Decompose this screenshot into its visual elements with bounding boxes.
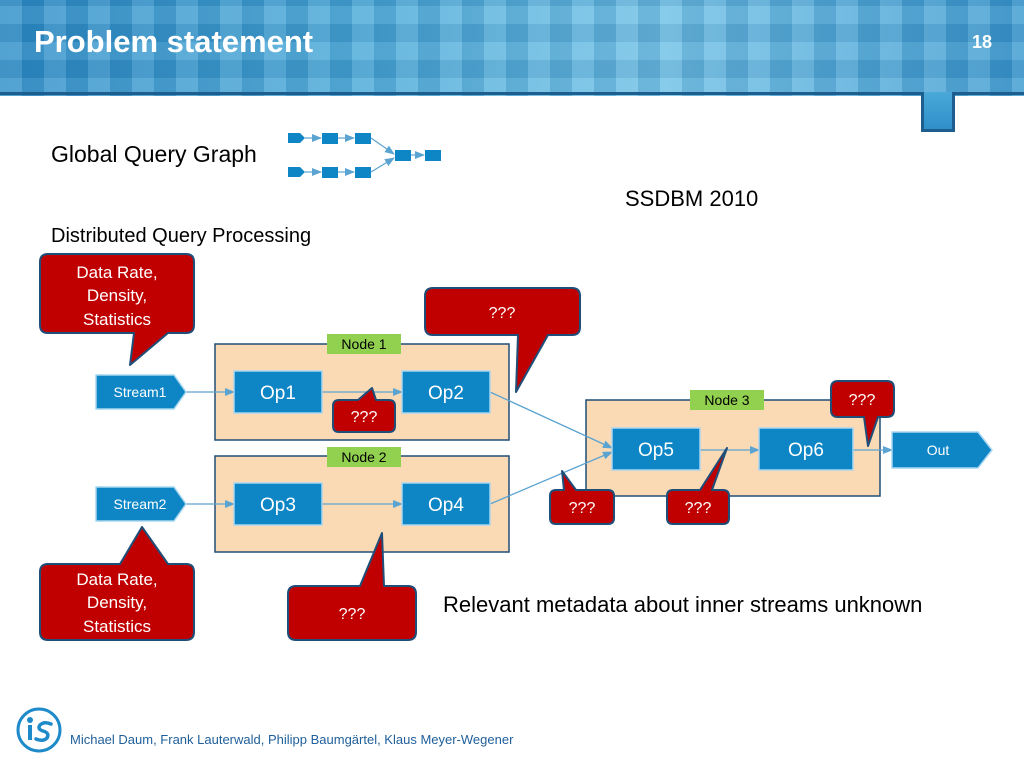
op6-label: Op6	[788, 440, 824, 461]
unknown-callout-op2	[424, 287, 581, 393]
stats-bottom-line-2: Density,	[87, 593, 147, 612]
node-3-label: Node 3	[704, 392, 749, 408]
mini-operator-shape	[425, 150, 441, 161]
output-label: Out	[927, 442, 950, 458]
mini-operator-shape	[322, 133, 338, 144]
header-tab	[921, 92, 955, 132]
mini-source-shape	[288, 167, 305, 177]
unknown-label-node2: ???	[339, 606, 366, 623]
op5-label: Op5	[638, 440, 674, 461]
global-query-graph-label: Global Query Graph	[51, 141, 257, 167]
mini-query-graph	[288, 133, 441, 178]
edges	[186, 388, 893, 508]
university-logo-icon	[16, 707, 62, 753]
unknown-label-node3-out: ???	[849, 392, 876, 409]
unknown-label-op2: ???	[489, 305, 516, 322]
unknown-label-node3-input: ???	[569, 500, 596, 517]
unknown-callout-edge-1-2	[332, 387, 396, 433]
op4-label: Op4	[428, 495, 464, 516]
op6-box	[758, 427, 854, 471]
distributed-query-processing-label: Distributed Query Processing	[51, 225, 312, 247]
mini-operator-shape	[395, 150, 411, 161]
stats-bottom-line-3: Statistics	[83, 617, 151, 636]
page-title: Problem statement	[34, 24, 314, 59]
op4-box	[401, 482, 491, 526]
unknown-label-edge-5-6: ???	[685, 500, 712, 517]
stats-top-line-2: Density,	[87, 286, 147, 305]
stats-top-line-3: Statistics	[83, 310, 151, 329]
relevant-metadata-label: Relevant metadata about inner streams un…	[443, 592, 923, 617]
mini-operator-shape	[355, 167, 371, 178]
stream2-label: Stream2	[114, 496, 167, 512]
node-2-label: Node 2	[341, 449, 386, 465]
op2-box	[401, 370, 491, 414]
op1-label: Op1	[260, 383, 296, 404]
unknown-callout-node3-out	[830, 380, 895, 447]
op5-box	[611, 427, 701, 471]
slide-number: 18	[972, 32, 993, 52]
stats-bottom-line-1: Data Rate,	[76, 570, 157, 589]
output-sink	[891, 431, 993, 469]
footer-authors: Michael Daum, Frank Lauterwald, Philipp …	[70, 732, 514, 747]
op3-box	[233, 482, 323, 526]
stats-callout-bottom	[39, 526, 195, 641]
stats-callout-top	[39, 253, 195, 366]
node-3-label-bg	[690, 390, 764, 410]
node-1-label: Node 1	[341, 336, 386, 352]
header-divider	[0, 92, 1024, 95]
unknown-callout-edge-5-6	[666, 447, 730, 525]
stream1-label: Stream1	[114, 384, 167, 400]
unknown-callout-node3-input	[549, 470, 615, 525]
mini-operator-shape	[322, 167, 338, 178]
op1-box	[233, 370, 323, 414]
stream2-source	[95, 486, 187, 522]
unknown-callout-node2	[287, 532, 417, 641]
op2-label: Op2	[428, 383, 464, 404]
unknown-label-edge-1-2: ???	[351, 409, 378, 426]
stats-top-line-1: Data Rate,	[76, 263, 157, 282]
node-2-label-bg	[327, 447, 401, 467]
stream1-source	[95, 374, 187, 410]
mini-source-shape	[288, 133, 305, 143]
node-1-label-bg	[327, 334, 401, 354]
conference-label: SSDBM 2010	[625, 186, 759, 211]
op3-label: Op3	[260, 495, 296, 516]
header-banner	[0, 0, 1024, 96]
mini-operator-shape	[355, 133, 371, 144]
